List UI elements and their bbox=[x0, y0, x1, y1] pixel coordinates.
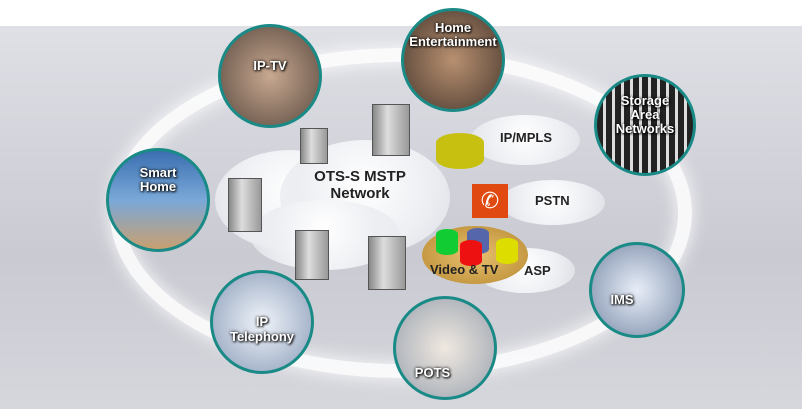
storage-icon bbox=[436, 229, 458, 255]
node-iptv[interactable]: IP-TV bbox=[218, 24, 322, 128]
equipment-icon bbox=[368, 236, 406, 290]
node-pots[interactable]: POTS bbox=[393, 296, 497, 400]
service-label: Video & TV bbox=[430, 262, 499, 277]
service-cloud bbox=[500, 180, 605, 225]
equipment-icon bbox=[300, 128, 328, 164]
storage-icon bbox=[460, 240, 482, 266]
service-label: PSTN bbox=[535, 193, 570, 208]
node-ims[interactable]: IMS bbox=[589, 242, 685, 338]
service-cloud bbox=[470, 115, 580, 165]
equipment-icon bbox=[228, 178, 262, 232]
node-home-entertainment[interactable]: Home Entertainment bbox=[401, 8, 505, 112]
service-label: IP/MPLS bbox=[500, 130, 553, 145]
equipment-icon bbox=[372, 104, 410, 156]
service-label: ASP bbox=[524, 263, 551, 278]
storage-icon bbox=[496, 238, 518, 264]
pstn-icon: ✆ bbox=[472, 184, 508, 218]
node-smart-home[interactable]: Smart Home bbox=[106, 148, 210, 252]
node-storage-area-networks[interactable]: Storage Area Networks bbox=[594, 74, 696, 176]
equipment-icon bbox=[295, 230, 329, 280]
router-icon bbox=[436, 133, 484, 169]
node-ip-telephony[interactable]: IP Telephony bbox=[210, 270, 314, 374]
